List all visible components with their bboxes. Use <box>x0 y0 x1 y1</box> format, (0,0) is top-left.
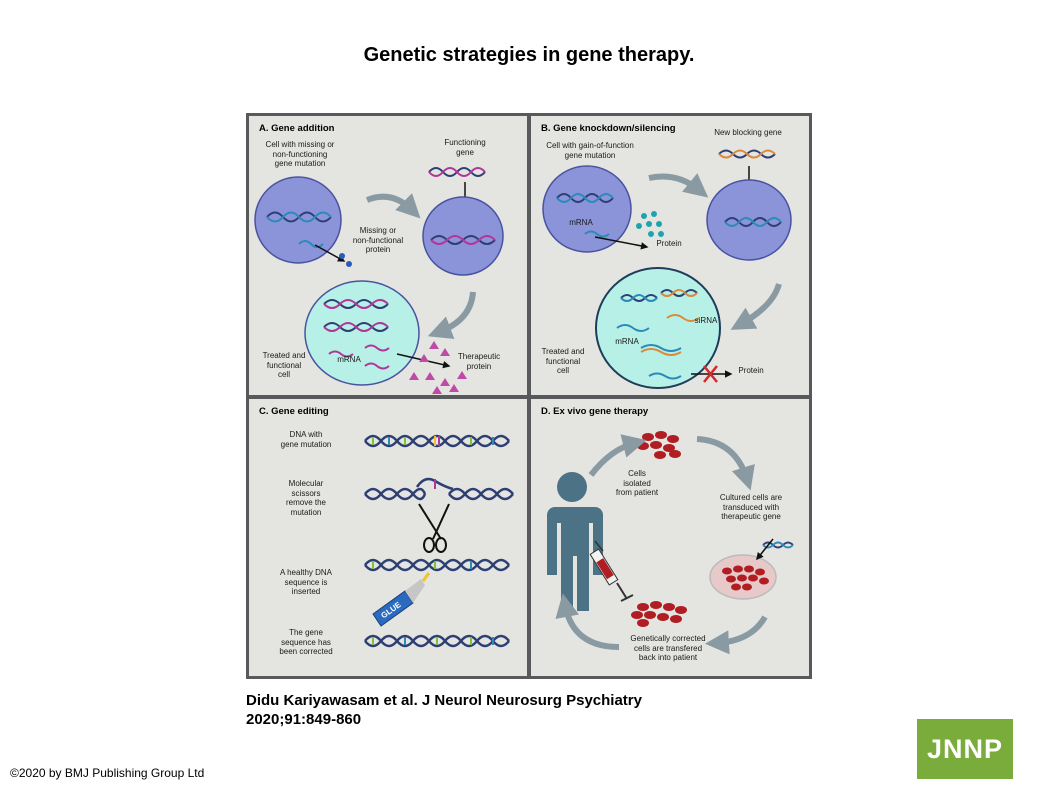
figure-title: Genetic strategies in gene therapy. <box>363 44 695 66</box>
cells-isolated-label: Cells isolated from patient <box>615 469 659 497</box>
panel-d-illustration <box>547 431 794 655</box>
mrna-strand-icon <box>584 230 610 238</box>
corrected-dna-icon <box>364 634 510 648</box>
flow-arrow-icon <box>427 291 476 340</box>
scissors-icon <box>418 503 450 553</box>
missing-protein-label: Missing or non-functional protein <box>352 226 404 254</box>
figure-frame: A. Gene addition Cell with missing or no… <box>246 113 812 679</box>
arrow-icon <box>594 236 649 250</box>
treated-cell-label: Treated and functional cell <box>541 347 585 375</box>
glue-tube-icon <box>372 572 431 627</box>
dna-cut-icon <box>364 477 514 501</box>
dna-insert-icon <box>364 558 510 572</box>
mrna-label: mRNA <box>337 355 361 364</box>
mrna-sirna-complex-icon <box>640 344 682 352</box>
mrna-strand-icon <box>616 324 650 332</box>
mrna-strand-icon <box>328 350 354 358</box>
therapeutic-protein-icons <box>409 341 467 394</box>
target-cell <box>706 179 792 261</box>
citation-line1: Didu Kariyawasam et al. J Neurol Neurosu… <box>246 692 642 709</box>
syringe-icon <box>589 540 634 602</box>
arrow-icon <box>756 538 774 561</box>
therapeutic-protein-label: Therapeutic protein <box>457 352 501 371</box>
step4-label: The gene sequence has been corrected <box>279 628 333 656</box>
cell-gain-of-function-label: Cell with gain-of-function gene mutation <box>546 141 634 160</box>
flow-arrow-icon <box>588 434 647 477</box>
treated-cell <box>595 267 721 389</box>
dna-helix-icon <box>724 217 782 227</box>
step2-label: Molecular scissors remove the mutation <box>285 479 327 517</box>
therapeutic-gene-icon <box>762 541 794 549</box>
dna-helix-icon <box>266 211 332 223</box>
corrected-cells-icon <box>631 601 687 627</box>
isolated-cells-icon <box>637 431 681 459</box>
flow-arrow-icon <box>705 615 768 655</box>
panel-b-illustration <box>542 149 792 389</box>
protein-bottom-label: Protein <box>738 366 764 375</box>
arrow-icon <box>314 244 346 262</box>
blocking-gene-icon <box>718 149 776 159</box>
panel-d-title: D. Ex vivo gene therapy <box>541 406 649 417</box>
mrna-bottom-label: mRNA <box>615 337 639 346</box>
panel-b-title: B. Gene knockdown/silencing <box>541 123 676 134</box>
dna-with-mutation-icon <box>364 434 510 448</box>
panel-b-gene-knockdown: B. Gene knockdown/silencing Cell with ga… <box>531 116 809 395</box>
mrna-strand-icon <box>298 240 324 248</box>
missing-protein-dot <box>346 261 352 267</box>
flow-arrow-icon <box>648 173 709 198</box>
sirna-strand-icon <box>666 314 700 322</box>
degraded-mrna-icon <box>648 372 682 380</box>
dna-helix-icon <box>430 235 496 245</box>
panel-c-title: C. Gene editing <box>259 406 329 417</box>
panel-a-title: A. Gene addition <box>259 123 335 134</box>
person-icon <box>547 472 603 611</box>
missing-protein-dot <box>339 253 345 259</box>
blocked-x-icon <box>703 365 718 383</box>
dna-helix-icon <box>323 299 389 332</box>
petri-dish-icon <box>709 554 777 600</box>
flow-arrow-icon <box>730 283 782 330</box>
dna-helix-icon <box>556 193 614 203</box>
flow-arrow-icon <box>555 593 620 650</box>
target-cell <box>422 196 504 276</box>
treated-cell-label: Treated and functional cell <box>262 351 306 379</box>
panel-a-gene-addition: A. Gene addition Cell with missing or no… <box>249 116 527 395</box>
new-blocking-gene-label: New blocking gene <box>714 128 782 137</box>
flow-arrow-icon <box>365 193 421 219</box>
panel-c-illustration: GLUE <box>364 434 514 648</box>
protein-dots <box>636 211 664 237</box>
sirna-label: siRNA <box>694 316 718 325</box>
original-cell <box>254 176 342 264</box>
mutant-cell <box>542 165 632 253</box>
panel-a-illustration <box>254 167 504 394</box>
treated-cell <box>304 280 420 386</box>
mrna-sirna-complex-icon <box>640 348 682 356</box>
cell-mutation-label: Cell with missing or non-functioning gen… <box>265 140 335 168</box>
functioning-gene-label: Functioning gene <box>444 138 486 157</box>
functioning-gene-icon <box>428 167 486 177</box>
step3-label: A healthy DNA sequence is inserted <box>279 568 333 596</box>
mrna-strand-icon <box>364 344 390 352</box>
cultured-cells-label: Cultured cells are transduced with thera… <box>719 493 783 521</box>
jnnp-logo: JNNP <box>917 719 1013 779</box>
corrected-cells-label: Genetically corrected cells are transfer… <box>630 634 706 662</box>
citation-line2: 2020;91:849-860 <box>246 711 362 728</box>
citation: Didu Kariyawasam et al. J Neurol Neurosu… <box>246 691 642 729</box>
mrna-strand-icon <box>364 362 390 370</box>
protein-top-label: Protein <box>656 239 682 248</box>
panel-d-ex-vivo: D. Ex vivo gene therapy Cells isolated f… <box>531 399 809 676</box>
copyright: ©2020 by BMJ Publishing Group Ltd <box>10 766 205 780</box>
mrna-top-label: mRNA <box>569 218 593 227</box>
dna-helix-icon <box>620 289 698 302</box>
panel-c-gene-editing: GLUE C. Gene editing DNA with gene mutat… <box>249 399 527 676</box>
step1-label: DNA with gene mutation <box>280 430 332 449</box>
flow-arrow-icon <box>696 436 755 491</box>
